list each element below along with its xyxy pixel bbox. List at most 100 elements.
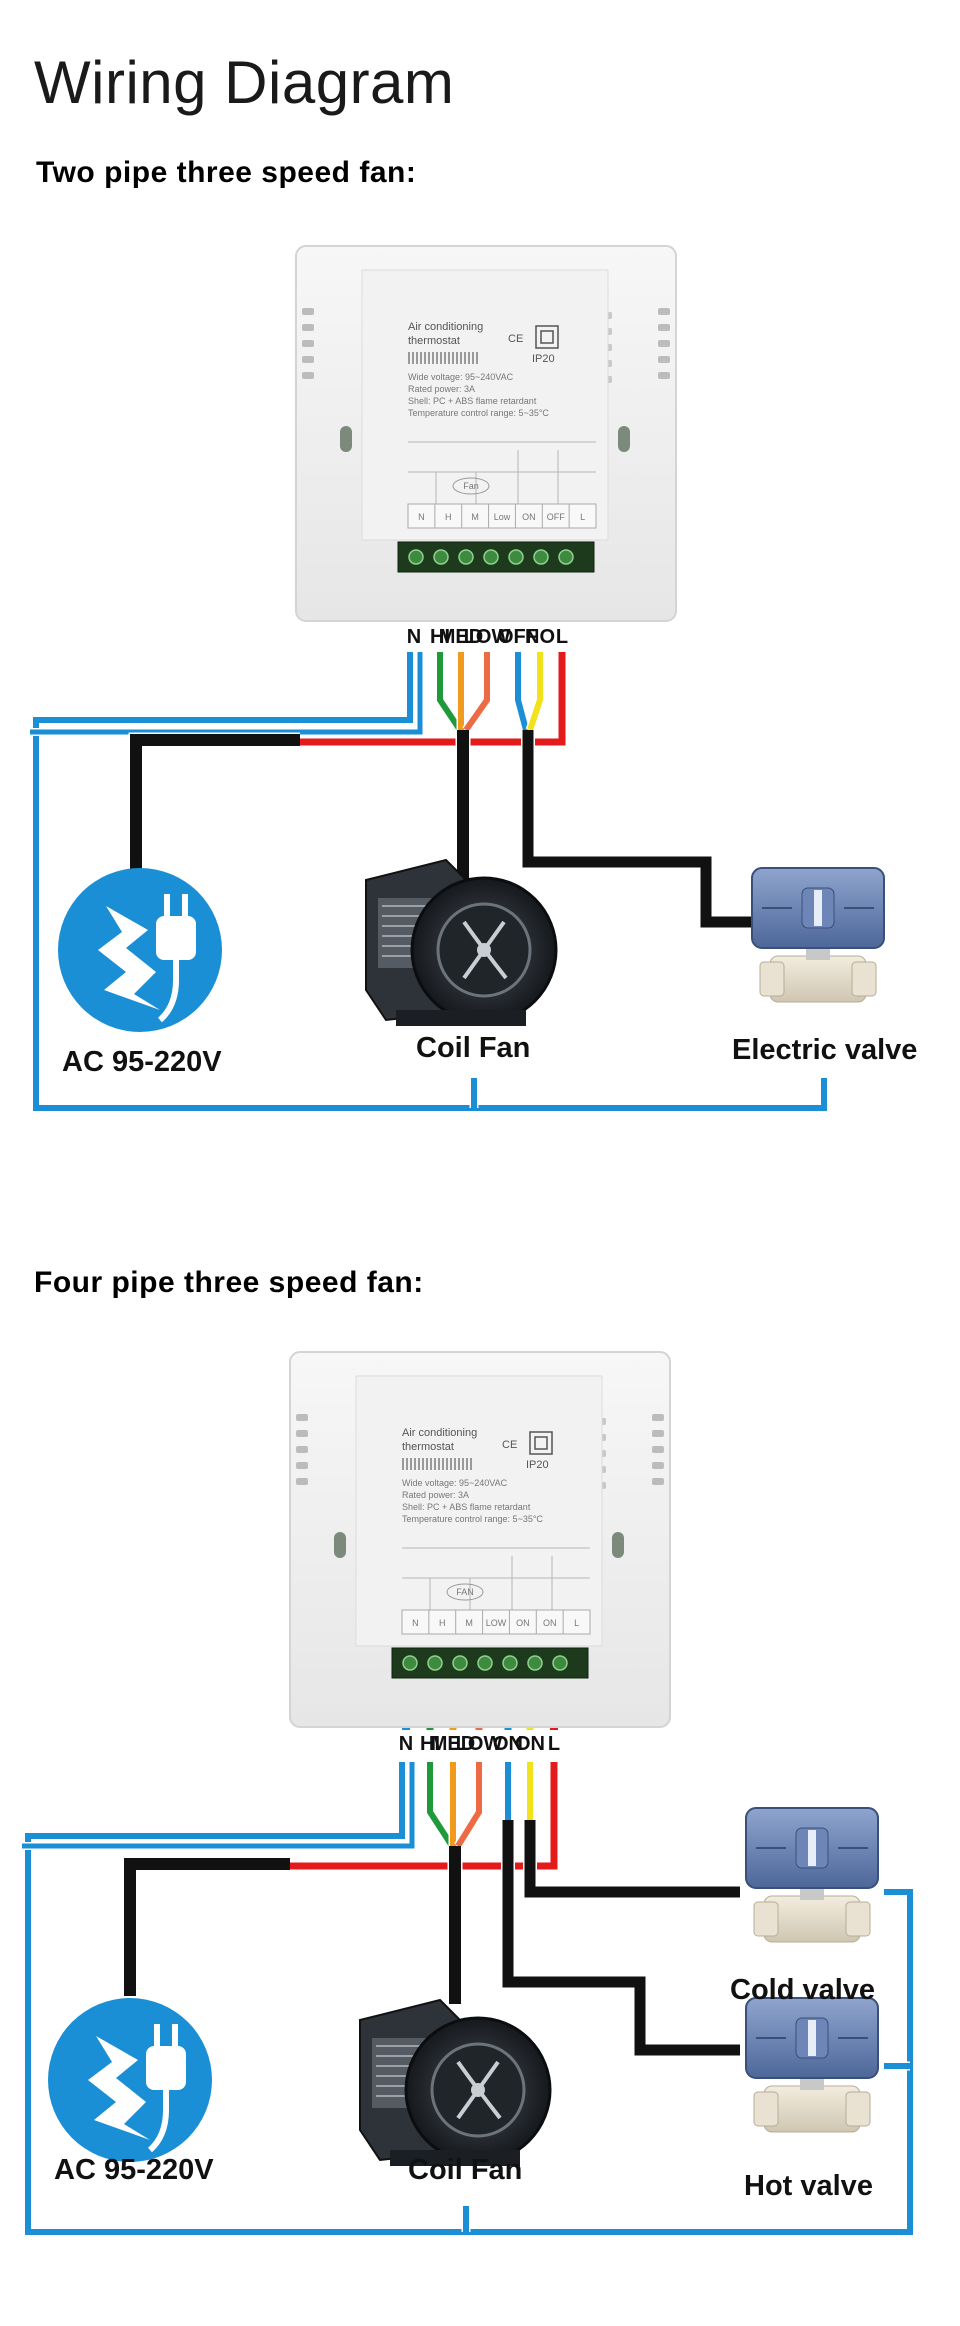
fan-symbol-text: FAN	[456, 1587, 474, 1597]
inner-terminal-label: Low	[494, 512, 511, 522]
valve-knob	[808, 2020, 816, 2056]
inner-terminal-label: L	[574, 1618, 579, 1628]
vent-slot	[302, 324, 314, 331]
label-plate	[361, 269, 609, 541]
plug-body-icon	[156, 916, 196, 960]
barcode-bar	[410, 1458, 412, 1470]
terminal-screw	[477, 1655, 493, 1671]
circuit-line	[402, 1547, 590, 1612]
wire-off	[513, 652, 531, 732]
terminal-label: ON	[493, 1733, 523, 1755]
valve-pipe-end	[845, 1901, 871, 1937]
terminal-label: MED	[439, 626, 483, 648]
ip-rating: IP20	[526, 1459, 549, 1471]
vent-slot	[652, 1462, 664, 1469]
barcode-bar	[444, 352, 446, 364]
vent-slot	[296, 1478, 308, 1485]
terminal-screw	[527, 1655, 543, 1671]
wire-neutral	[31, 652, 829, 1113]
plug-prong	[182, 894, 188, 918]
hot-valve-label: Hot valve	[744, 2170, 873, 2202]
plug-cord	[147, 2090, 169, 2153]
barcode-bar	[440, 352, 442, 364]
terminal-screw	[558, 549, 574, 565]
ce-mark: CE	[502, 1439, 517, 1451]
barcode-bar	[450, 1458, 452, 1470]
terminal-screw	[502, 1655, 518, 1671]
valve-knob	[814, 890, 822, 926]
terminal-label: LOW	[464, 626, 511, 648]
page-title: Wiring Diagram	[34, 49, 455, 116]
hot-valve-icon	[745, 1997, 879, 2133]
vent-slot	[302, 356, 314, 363]
product-name-line: thermostat	[408, 335, 460, 347]
wire-live	[300, 652, 567, 747]
fan-symbol	[446, 1583, 484, 1601]
section-heading-two-pipe: Two pipe three speed fan:	[36, 156, 417, 189]
plug-cord	[157, 960, 179, 1023]
valve-pipe-end	[851, 961, 877, 997]
barcode-bar	[466, 1458, 468, 1470]
fan-base	[396, 1010, 526, 1026]
coil-fan-icon	[365, 858, 558, 1026]
barcode-bar	[408, 352, 410, 364]
vent-slot	[658, 356, 670, 363]
barcode-bar	[424, 352, 426, 364]
inner-terminal-label: M	[471, 512, 479, 522]
wire-no	[525, 652, 545, 732]
inner-terminal-row	[407, 503, 597, 529]
wire-cold-valve-black	[523, 1820, 740, 1899]
barcode-bar	[426, 1458, 428, 1470]
vent-slot	[658, 324, 670, 331]
terminal-screw	[452, 1655, 468, 1671]
barcode-bar	[428, 352, 430, 364]
circuit-line	[408, 441, 596, 506]
fan-symbol-text: Fan	[463, 481, 479, 491]
ip-rating: IP20	[532, 353, 555, 365]
power-plug-icon	[48, 1998, 212, 2162]
barcode-bar	[432, 352, 434, 364]
barcode-bar	[446, 1458, 448, 1470]
spec-text: Rated power: 3A	[408, 384, 475, 394]
power-label: AC 95-220V	[62, 1046, 222, 1078]
vent-slot	[652, 1446, 664, 1453]
barcode-bar	[402, 1458, 404, 1470]
wire-hot-valve-black	[501, 1820, 740, 2057]
terminal-label: N	[399, 1733, 413, 1755]
mount-clip	[334, 1532, 346, 1558]
barcode-bar	[448, 352, 450, 364]
electric-valve-icon	[751, 867, 885, 1003]
inner-terminal-label: H	[445, 512, 452, 522]
vent-slot	[302, 308, 314, 315]
valve-knob	[808, 1830, 816, 1866]
spec-text: Wide voltage: 95~240VAC	[402, 1478, 508, 1488]
fan-hub	[471, 2083, 485, 2097]
inner-terminal-label: LOW	[486, 1618, 507, 1628]
barcode-bar	[438, 1458, 440, 1470]
inner-terminal-label: N	[412, 1618, 419, 1628]
valve-pipe-end	[845, 2091, 871, 2127]
ce-mark: CE	[508, 333, 523, 345]
terminal-label: LOW	[456, 1733, 503, 1755]
inner-terminal-label: ON	[522, 512, 536, 522]
spec-text: Temperature control range: 5~35°C	[402, 1514, 543, 1524]
fan-base	[390, 2150, 520, 2166]
spec-text: Temperature control range: 5~35°C	[408, 408, 549, 418]
barcode-bar	[470, 1458, 472, 1470]
barcode-bar	[462, 1458, 464, 1470]
vent-slot	[652, 1414, 664, 1421]
vent-slot	[658, 308, 670, 315]
fan-label: Coil Fan	[408, 2154, 523, 2186]
valve-pipe-end	[753, 2091, 779, 2127]
wire-power-black	[122, 1856, 290, 1996]
inner-terminal-label: ON	[516, 1618, 530, 1628]
vent-slot	[652, 1430, 664, 1437]
terminal-label: ON	[515, 1733, 545, 1755]
vent-slot	[302, 340, 314, 347]
inner-terminal-label: H	[439, 1618, 446, 1628]
barcode-bar	[436, 352, 438, 364]
product-name-line: Air conditioning	[408, 321, 483, 333]
barcode-bar	[416, 352, 418, 364]
